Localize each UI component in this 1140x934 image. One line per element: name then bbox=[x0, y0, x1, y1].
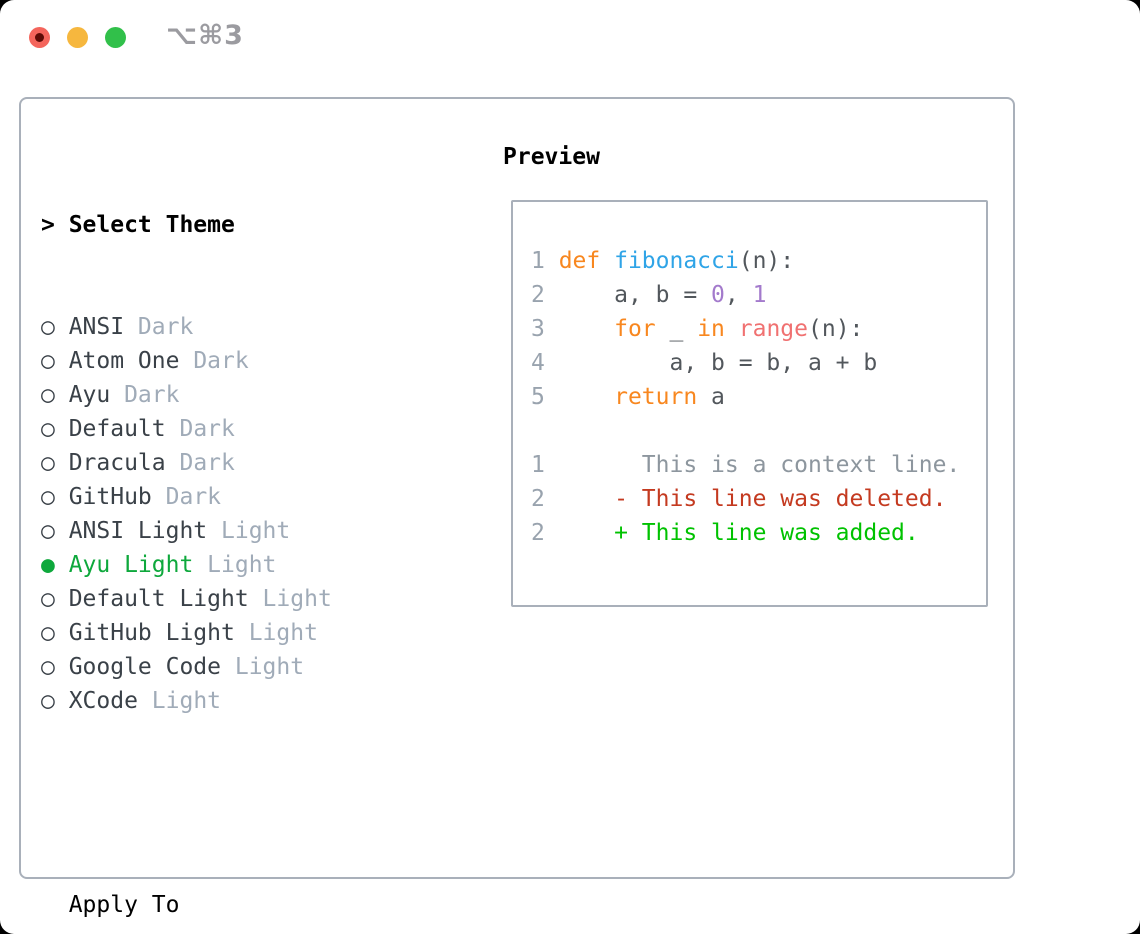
select-theme-title: Select Theme bbox=[68, 212, 235, 238]
theme-list: > Select Theme ○ ANSI Dark ○ Atom One Dark ○ A… bbox=[41, 140, 429, 934]
window-title: ⌥⌘3 bbox=[166, 20, 244, 51]
preview-line: 3 for _ in range(n): bbox=[531, 316, 864, 342]
preview-line: 5 return a bbox=[531, 384, 725, 410]
theme-option-default-dark[interactable]: ○ Default Dark bbox=[41, 412, 429, 446]
preview-line bbox=[531, 414, 986, 448]
code-preview: 1 def fibonacci(n): 2 a, b = 0, 1 3 for _ … bbox=[531, 244, 986, 550]
preview-line: 2 - This line was deleted. bbox=[531, 486, 947, 512]
theme-variant: Dark bbox=[124, 314, 194, 340]
radio-icon: ○ bbox=[41, 382, 55, 408]
theme-option-google-code-light[interactable]: ○ Google Code Light bbox=[41, 650, 429, 684]
preview-line: 2 a, b = 0, 1 bbox=[531, 282, 767, 308]
spacer bbox=[41, 786, 429, 820]
preview-box: 1 def fibonacci(n): 2 a, b = 0, 1 3 for _ … bbox=[511, 200, 988, 607]
theme-variant: Dark bbox=[165, 416, 235, 442]
radio-selected-icon: ● bbox=[41, 552, 55, 578]
main-panel: > Select Theme ○ ANSI Dark ○ Atom One Dark ○ A… bbox=[19, 97, 1015, 918]
theme-option-dracula-dark[interactable]: ○ Dracula Dark bbox=[41, 446, 429, 480]
theme-option-ayu-light-light[interactable]: ● Ayu Light Light bbox=[41, 548, 429, 582]
titlebar: ⌥⌘3 bbox=[0, 0, 1140, 74]
theme-variant: Dark bbox=[165, 450, 235, 476]
theme-name: Ayu Light bbox=[68, 552, 194, 578]
theme-name: Atom One bbox=[68, 348, 180, 374]
theme-variant: Dark bbox=[151, 484, 222, 510]
radio-icon: ○ bbox=[41, 586, 55, 612]
close-dot-icon bbox=[35, 33, 44, 42]
theme-name: XCode bbox=[68, 688, 138, 714]
focus-caret-icon: > bbox=[41, 212, 55, 238]
theme-variant: Dark bbox=[179, 348, 249, 374]
theme-name: ANSI Light bbox=[68, 518, 208, 544]
theme-variant: Dark bbox=[110, 382, 180, 408]
minimize-button[interactable] bbox=[67, 27, 88, 48]
radio-icon: ○ bbox=[41, 416, 55, 442]
preview-line: 2 + This line was added. bbox=[531, 520, 919, 546]
radio-icon: ○ bbox=[41, 518, 55, 544]
theme-option-github-dark[interactable]: ○ GitHub Dark bbox=[41, 480, 429, 514]
apply-to-header: Apply To bbox=[41, 888, 429, 922]
theme-variant: Light bbox=[193, 552, 277, 578]
theme-name: Default Light bbox=[68, 586, 249, 612]
theme-name: Default bbox=[68, 416, 166, 442]
select-theme-header: > Select Theme bbox=[41, 208, 429, 242]
theme-option-ansi-dark[interactable]: ○ ANSI Dark bbox=[41, 310, 429, 344]
radio-icon: ○ bbox=[41, 688, 55, 714]
theme-name: Dracula bbox=[68, 450, 166, 476]
radio-icon: ○ bbox=[41, 450, 55, 476]
theme-name: GitHub Light bbox=[68, 620, 235, 646]
theme-variant: Light bbox=[207, 518, 291, 544]
theme-option-xcode-light[interactable]: ○ XCode Light bbox=[41, 684, 429, 718]
theme-option-github-light-light[interactable]: ○ GitHub Light Light bbox=[41, 616, 429, 650]
theme-variant: Light bbox=[234, 620, 318, 646]
apply-to-title: Apply To bbox=[68, 892, 180, 918]
theme-options: ○ ANSI Dark ○ Atom One Dark ○ Ayu Dark ○ Defaul… bbox=[41, 310, 429, 718]
radio-icon: ○ bbox=[41, 348, 55, 374]
theme-name: GitHub bbox=[68, 484, 152, 510]
theme-variant: Light bbox=[137, 688, 222, 714]
preview-line: 1 def fibonacci(n): bbox=[531, 248, 795, 274]
theme-name: ANSI bbox=[68, 314, 125, 340]
radio-icon: ○ bbox=[41, 654, 55, 680]
maximize-button[interactable] bbox=[105, 27, 126, 48]
radio-icon: ○ bbox=[41, 484, 55, 510]
theme-name: Ayu bbox=[68, 382, 111, 408]
preview-line: 1 This is a context line. bbox=[531, 452, 961, 478]
radio-icon: ○ bbox=[41, 620, 55, 646]
preview-title: Preview bbox=[503, 144, 600, 170]
radio-icon: ○ bbox=[41, 314, 55, 340]
theme-name: Google Code bbox=[68, 654, 222, 680]
theme-variant: Light bbox=[248, 586, 332, 612]
theme-option-ansi-light-light[interactable]: ○ ANSI Light Light bbox=[41, 514, 429, 548]
theme-option-atom-one-dark[interactable]: ○ Atom One Dark bbox=[41, 344, 429, 378]
theme-option-ayu-dark[interactable]: ○ Ayu Dark bbox=[41, 378, 429, 412]
theme-option-default-light-light[interactable]: ○ Default Light Light bbox=[41, 582, 429, 616]
preview-line: 4 a, b = b, a + b bbox=[531, 350, 878, 376]
theme-variant: Light bbox=[221, 654, 305, 680]
close-button[interactable] bbox=[29, 27, 50, 48]
